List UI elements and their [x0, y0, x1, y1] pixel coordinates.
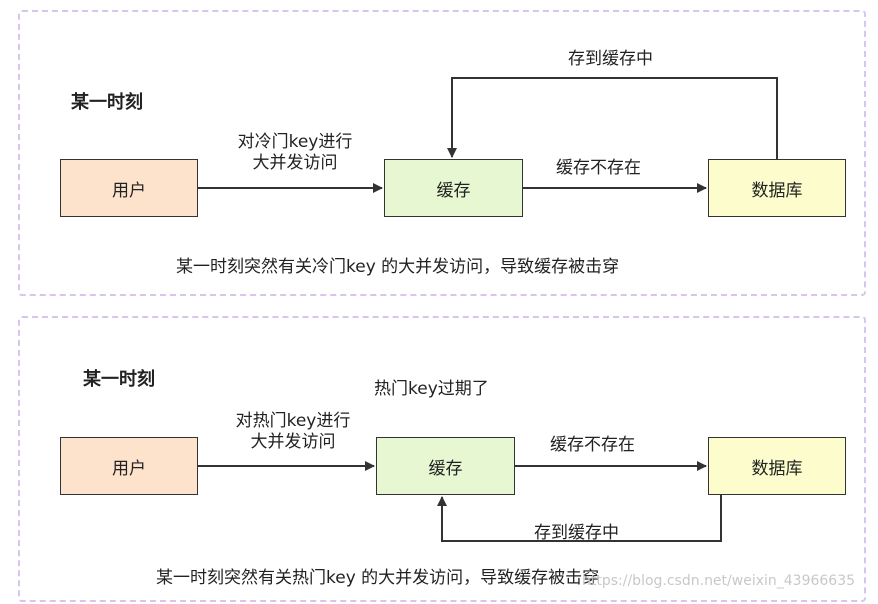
panel1-arrow-db-cache [447, 77, 778, 159]
panel2-user-to-cache-label: 对热门key进行 大并发访问 [235, 411, 351, 452]
panel2-caption: 某一时刻突然有关热门key 的大并发访问，导致缓存被击穿 [156, 568, 600, 588]
panel2-arrow-db-cache [437, 495, 722, 542]
panel2-title: 某一时刻 [83, 369, 155, 390]
panel1-user-node: 用户 [60, 159, 198, 217]
panel2-db-node: 数据库 [708, 437, 846, 495]
watermark: https://blog.csdn.net/weixin_43966635 [582, 573, 856, 589]
panel2-expired-label: 热门key过期了 [374, 379, 489, 399]
panel1-user-to-cache-label: 对冷门key进行 大并发访问 [237, 132, 353, 173]
panel1-db-to-cache-label: 存到缓存中 [568, 49, 653, 69]
panel-hot-key [18, 316, 866, 602]
panel2-cache-node: 缓存 [376, 437, 515, 495]
panel2-db-to-cache-label: 存到缓存中 [534, 523, 619, 543]
panel1-title: 某一时刻 [71, 92, 143, 113]
panel-cold-key [18, 10, 866, 296]
panel1-cache-to-db-label: 缓存不存在 [556, 158, 641, 178]
panel2-user-node: 用户 [60, 437, 198, 495]
panel1-caption: 某一时刻突然有关冷门key 的大并发访问，导致缓存被击穿 [176, 257, 620, 277]
panel1-cache-node: 缓存 [384, 159, 523, 217]
panel2-cache-to-db-label: 缓存不存在 [550, 435, 635, 455]
panel1-db-node: 数据库 [708, 159, 846, 217]
